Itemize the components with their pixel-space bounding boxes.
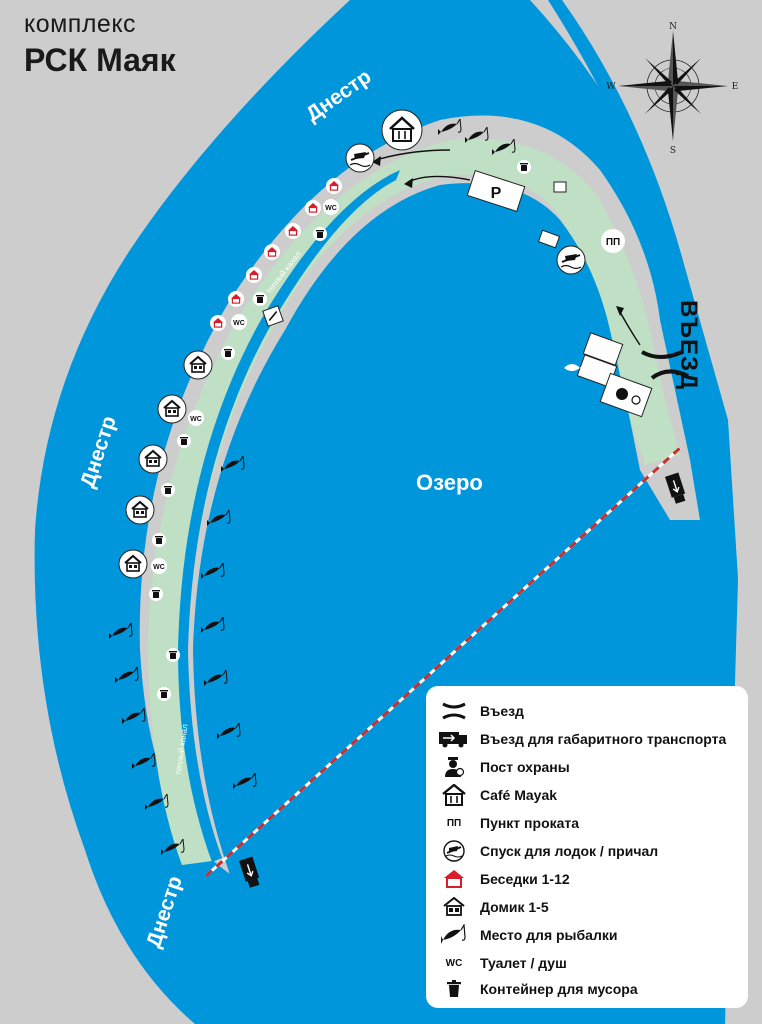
boat-launch-map-1: [345, 143, 375, 173]
cottage-icon: [438, 896, 470, 918]
legend-label: Контейнер для мусора: [480, 981, 638, 997]
legend-panel: Въезд Въезд для габаритного транспорта П…: [426, 686, 748, 1008]
entry-marker: [641, 350, 689, 380]
legend-row-guard: Пост охраны: [438, 756, 570, 778]
legend-label: Пункт проката: [480, 815, 580, 831]
compass-south: S: [670, 146, 676, 156]
parking-area: P: [466, 169, 526, 213]
boat-launch-icon: [438, 840, 470, 862]
cafe-icon-map: [381, 109, 423, 151]
boat-launch-map-3: [262, 305, 284, 327]
truck-icon-south: [239, 856, 260, 888]
building-small: [537, 229, 561, 249]
legend-row-gazebo: Беседки 1-12: [438, 868, 570, 890]
legend-label: Въезд для габаритного транспорта: [480, 731, 727, 747]
toilet-icon: WC: [438, 952, 470, 974]
parking-label: P: [491, 185, 502, 202]
legend-label: Беседки 1-12: [480, 871, 570, 887]
route-arrow-2: [375, 149, 451, 161]
compass-west: W: [606, 82, 616, 92]
rental-point-map: ПП: [601, 229, 625, 253]
truck-icon: [438, 728, 470, 750]
legend-row-boat: Спуск для лодок / причал: [438, 840, 658, 862]
legend-row-cottage: Домик 1-5: [438, 896, 549, 918]
svg-text:ПП: ПП: [606, 237, 620, 248]
legend-row-trash: Контейнер для мусора: [438, 978, 638, 1000]
toilet-symbol: WC: [445, 957, 463, 969]
map-title: РСК Маяк: [24, 42, 176, 78]
legend-row-toilet: WC Туалет / душ: [438, 952, 567, 974]
rental-icon: ПП: [438, 812, 470, 834]
fishing-icon: [438, 924, 470, 946]
legend-label: Café Mayak: [480, 787, 558, 803]
compass-east: E: [732, 82, 739, 92]
building-tiny: [553, 181, 567, 193]
legend-row-truck: Въезд для габаритного транспорта: [438, 728, 726, 750]
legend-label: Пост охраны: [480, 759, 570, 775]
route-arrowhead-2: [372, 156, 381, 166]
truck-icon-east: [665, 472, 686, 504]
fish-lure-icon: [564, 362, 584, 374]
gazebo-icon: [438, 868, 470, 890]
lake-label: Озеро: [416, 470, 483, 495]
legend-label: Спуск для лодок / причал: [480, 843, 659, 859]
trash-icon: [438, 978, 470, 1000]
legend-row-cafe: Café Mayak: [438, 784, 557, 806]
legend-row-fishing: Место для рыбалки: [438, 924, 617, 946]
boundary-dashes: [204, 446, 682, 878]
north-channel: [510, 0, 640, 180]
legend-label: Место для рыбалки: [480, 927, 618, 943]
compass-rose-icon: N S E W: [606, 22, 738, 156]
subtitle: комплекс: [24, 10, 137, 38]
cafe-icon: [438, 784, 470, 806]
legend-label: Въезд: [480, 703, 524, 719]
entry-icon: [438, 700, 470, 722]
legend-label: Домик 1-5: [480, 899, 549, 915]
east-bank: [530, 0, 762, 1024]
boat-launch-map-2: [556, 245, 586, 275]
compass-north: N: [669, 22, 677, 32]
legend-row-rental: ПП Пункт проката: [438, 812, 579, 834]
legend-label: Туалет / душ: [480, 955, 567, 971]
entry-arrowhead: [616, 306, 624, 316]
route-arrowhead-1: [404, 178, 413, 188]
rental-symbol: ПП: [446, 817, 462, 829]
entry-arrow: [619, 311, 641, 346]
guard-icon: [438, 756, 470, 778]
guard-post-building: [576, 332, 653, 418]
legend-row-entry: Въезд: [438, 700, 524, 722]
warm-canal: [178, 170, 400, 862]
entry-label: ВЪЕЗД: [675, 300, 702, 391]
